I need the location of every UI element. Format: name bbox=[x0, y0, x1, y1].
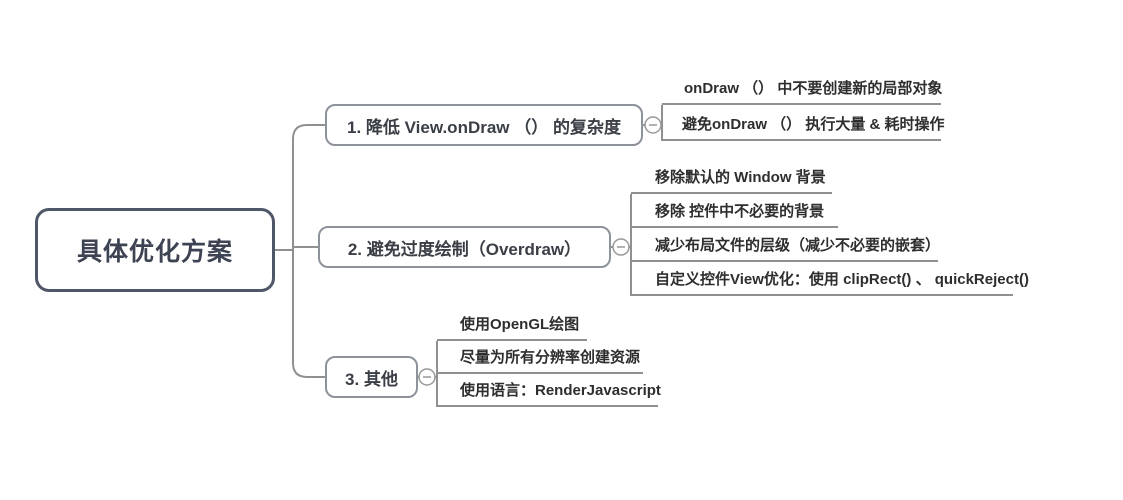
leaf-node-3-3[interactable]: 使用语言：RenderJavascript bbox=[437, 379, 661, 407]
leaf-node-1-1-label: onDraw （） 中不要创建新的局部对象 bbox=[684, 80, 943, 97]
leaf-node-3-2-label: 尽量为所有分辨率创建资源 bbox=[460, 349, 641, 366]
leaf-node-1-2[interactable]: 避免onDraw （） 执行大量 & 耗时操作 bbox=[662, 113, 945, 141]
branch-node-3-label: 3. 其他 bbox=[345, 369, 398, 389]
leaf-node-2-1-label: 移除默认的 Window 背景 bbox=[655, 169, 826, 186]
collapse-button-branch-2[interactable] bbox=[612, 238, 630, 256]
connector-root-to-branch-2 bbox=[292, 246, 318, 250]
branch-node-2-label: 2. 避免过度绘制（Overdraw） bbox=[347, 239, 582, 259]
root-node[interactable]: 具体优化方案 bbox=[35, 208, 275, 292]
leaf-node-3-1[interactable]: 使用OpenGL绘图 bbox=[437, 313, 587, 341]
leaf-node-3-1-label: 使用OpenGL绘图 bbox=[460, 316, 580, 333]
branch-node-2[interactable]: 2. 避免过度绘制（Overdraw） bbox=[318, 226, 611, 268]
leaf-node-3-3-label: 使用语言：RenderJavascript bbox=[460, 382, 661, 399]
collapse-button-branch-1[interactable] bbox=[644, 116, 662, 134]
leaf-node-2-2[interactable]: 移除 控件中不必要的背景 bbox=[631, 200, 838, 228]
leaf-node-2-3-label: 减少布局文件的层级（减少不必要的嵌套） bbox=[655, 237, 941, 254]
leaf-node-3-2[interactable]: 尽量为所有分辨率创建资源 bbox=[437, 346, 643, 374]
root-node-label: 具体优化方案 bbox=[76, 238, 233, 266]
leaf-node-1-1[interactable]: onDraw （） 中不要创建新的局部对象 bbox=[662, 77, 943, 105]
branch-node-1[interactable]: 1. 降低 View.onDraw （） 的复杂度 bbox=[325, 104, 643, 146]
leaf-node-2-2-label: 移除 控件中不必要的背景 bbox=[655, 203, 825, 220]
branch-node-3[interactable]: 3. 其他 bbox=[325, 356, 418, 398]
leaf-node-2-3[interactable]: 减少布局文件的层级（减少不必要的嵌套） bbox=[631, 234, 941, 262]
leaf-node-1-2-label: 避免onDraw （） 执行大量 & 耗时操作 bbox=[682, 116, 945, 133]
leaf-node-2-4[interactable]: 自定义控件View优化：使用 clipRect() 、 quickReject(… bbox=[631, 268, 1029, 296]
collapse-button-branch-3[interactable] bbox=[418, 368, 436, 386]
leaf-node-2-1[interactable]: 移除默认的 Window 背景 bbox=[631, 166, 832, 194]
leaf-node-2-4-label: 自定义控件View优化：使用 clipRect() 、 quickReject(… bbox=[655, 271, 1029, 288]
connector-root-to-branch-3 bbox=[292, 250, 325, 378]
branch-node-1-label: 1. 降低 View.onDraw （） 的复杂度 bbox=[347, 117, 621, 137]
